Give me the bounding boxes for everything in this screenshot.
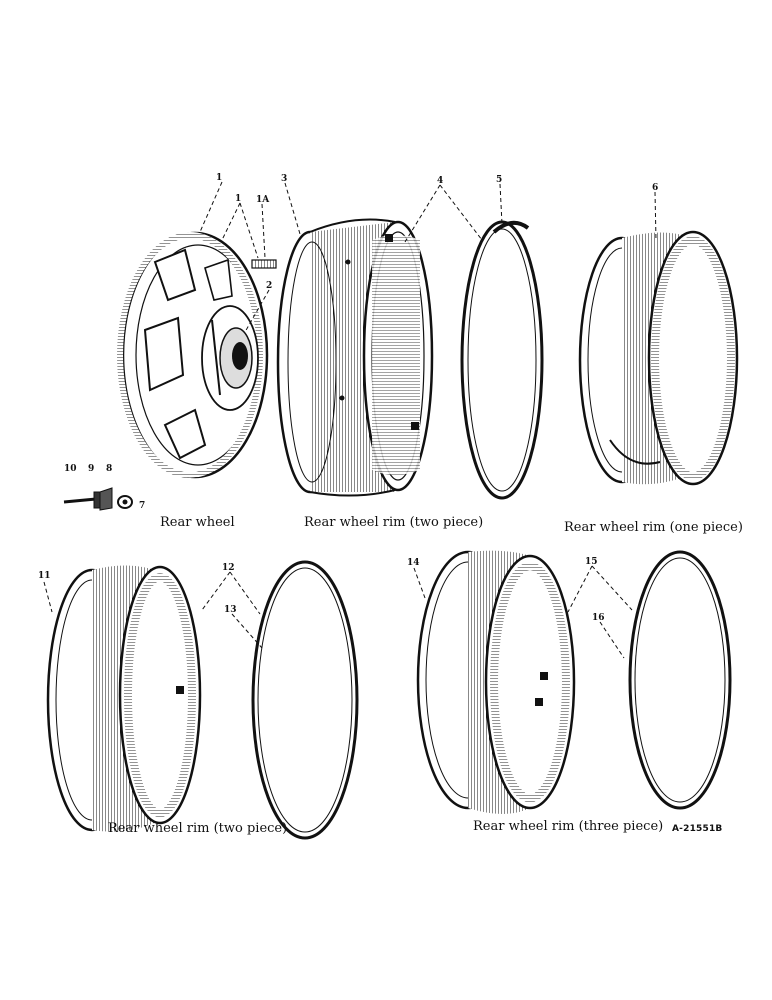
lock-ring-part-5 bbox=[460, 220, 544, 500]
callout-16: 16 bbox=[592, 613, 605, 623]
callout-11: 11 bbox=[38, 571, 51, 581]
caption-rim-two-piece-top: Rear wheel rim (two piece) bbox=[304, 515, 484, 530]
bolt-assembly bbox=[63, 487, 133, 511]
callout-5: 5 bbox=[496, 175, 502, 185]
callout-1a: 1A bbox=[256, 195, 270, 205]
callout-10: 10 bbox=[64, 464, 77, 474]
callout-15: 15 bbox=[585, 557, 598, 567]
callout-8: 8 bbox=[106, 464, 112, 474]
callout-4: 4 bbox=[437, 176, 443, 186]
ring-part-13 bbox=[251, 560, 359, 840]
rim-part-6 bbox=[578, 230, 739, 486]
key-part-1a bbox=[251, 259, 277, 269]
callout-9: 9 bbox=[88, 464, 94, 474]
callout-2: 2 bbox=[266, 281, 272, 291]
caption-rear-wheel: Rear wheel bbox=[160, 515, 235, 530]
leader-lines bbox=[43, 181, 657, 659]
callout-14: 14 bbox=[407, 558, 420, 568]
caption-rim-two-piece-bottom: Rear wheel rim (two piece) bbox=[108, 821, 288, 836]
rear-wheel-disc bbox=[117, 231, 269, 479]
rim-part-11-12 bbox=[46, 565, 202, 832]
caption-rim-one-piece: Rear wheel rim (one piece) bbox=[564, 520, 743, 535]
reference-code: A-21551B bbox=[672, 824, 723, 834]
callout-12: 12 bbox=[222, 563, 235, 573]
rim-part-3 bbox=[276, 218, 434, 497]
callout-1-lower: 1 bbox=[235, 194, 241, 204]
callout-13: 13 bbox=[224, 605, 237, 615]
callout-1-top: 1 bbox=[216, 173, 222, 183]
ring-part-16 bbox=[628, 550, 732, 810]
callout-labels: 1 1 1A 2 3 4 5 6 7 8 9 10 11 12 13 14 15… bbox=[38, 173, 658, 623]
callout-6: 6 bbox=[652, 183, 658, 193]
rim-part-14-15 bbox=[416, 550, 576, 814]
callout-3: 3 bbox=[281, 174, 287, 184]
callout-7: 7 bbox=[139, 501, 145, 511]
caption-rim-three-piece: Rear wheel rim (three piece) bbox=[473, 819, 664, 834]
